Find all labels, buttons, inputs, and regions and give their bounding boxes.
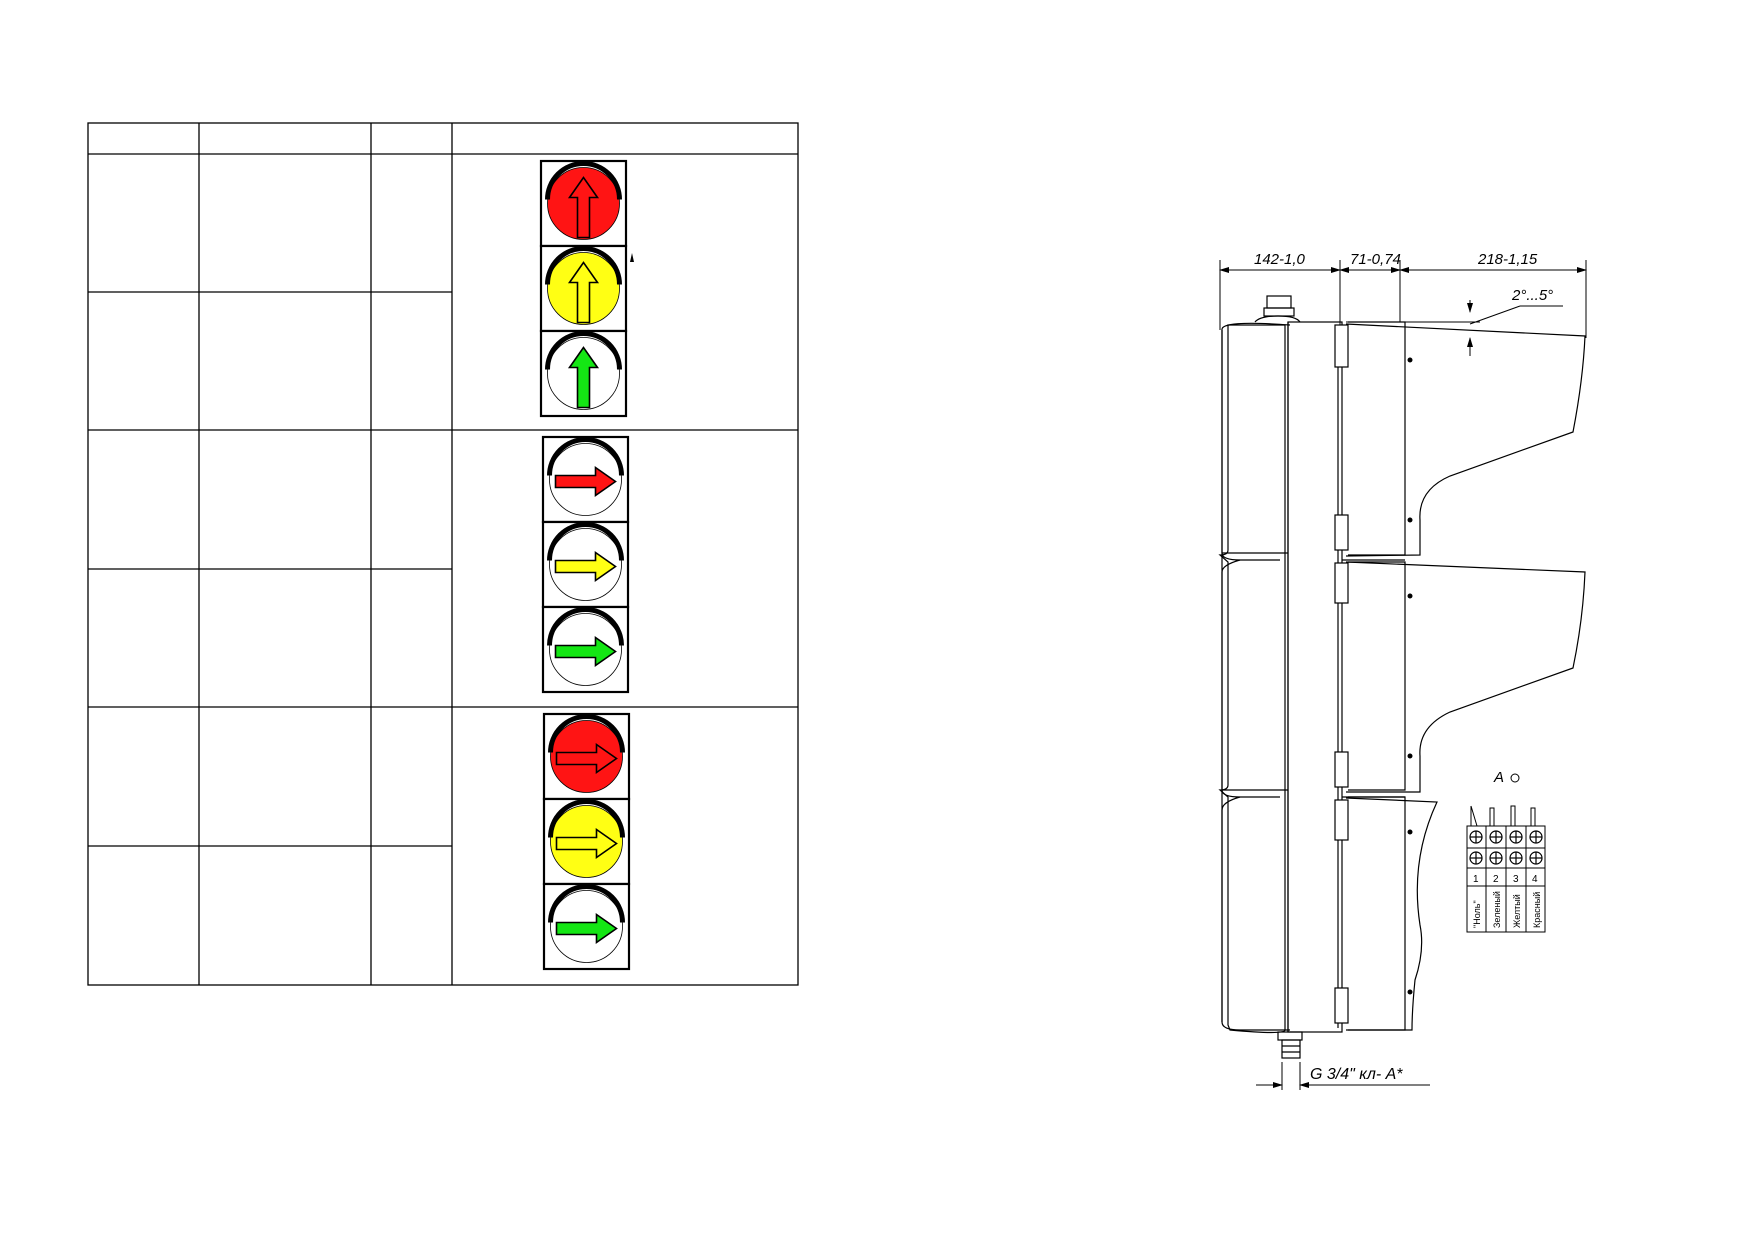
signal-lens-green <box>541 605 630 694</box>
terminal-number: 2 <box>1493 874 1499 885</box>
dim-tilt-angle: 2°...5° <box>1511 287 1553 304</box>
visor-arc <box>548 799 625 838</box>
visor-arc <box>548 884 625 923</box>
housing-back <box>1218 322 1291 1034</box>
wire <box>1510 805 1516 826</box>
arrow-right-icon <box>555 742 618 775</box>
visor-arc <box>547 522 624 561</box>
signal-lens-green <box>542 882 631 971</box>
wire-label-red: Красный <box>1532 892 1542 928</box>
wire <box>1530 807 1536 826</box>
visor-arc <box>545 246 622 285</box>
lens-body-2 <box>1348 561 1406 791</box>
signal-lens-red <box>539 159 628 248</box>
arrow-right-icon <box>554 465 617 498</box>
visor-arc <box>545 331 622 370</box>
terminal-numbers: 1 2 3 4 <box>1473 874 1538 885</box>
visor-arc <box>548 714 625 753</box>
dim-housing-depth: 142-1,0 <box>1254 251 1306 268</box>
door-strip <box>1287 321 1343 1033</box>
housing-body-1 <box>1221 322 1291 561</box>
terminal-number: 4 <box>1532 874 1538 885</box>
arrow-up-icon <box>567 176 600 239</box>
hinge <box>1334 324 1349 368</box>
terminal-number: 1 <box>1473 874 1479 885</box>
hinge <box>1334 799 1349 841</box>
wire-label-neutral: "Ноль" <box>1472 900 1482 928</box>
wire-labels: "Ноль" Зеленый Желтый Красный <box>1472 891 1542 928</box>
dimension-lines <box>1219 260 1587 1090</box>
terminal-number: 3 <box>1513 874 1519 885</box>
dim-thread: G 3/4" кл- A* <box>1310 1066 1403 1083</box>
visor-middle <box>1345 561 1586 793</box>
housing-body-3 <box>1221 796 1290 1031</box>
visor-arc <box>547 437 624 476</box>
bottom-fitting <box>1277 1031 1303 1059</box>
top-mount-nut <box>1254 295 1301 323</box>
hinge <box>1334 751 1349 788</box>
small-marker <box>630 253 634 262</box>
signal-lens-red <box>542 712 631 801</box>
visor-arc <box>547 607 624 646</box>
visor-arc <box>545 161 622 200</box>
wire-label-yellow: Желтый <box>1512 894 1522 928</box>
dim-visor-depth: 218-1,15 <box>1477 251 1538 268</box>
signal-heads <box>539 159 631 971</box>
signal-lens-yellow <box>542 797 631 886</box>
housing-body-2 <box>1221 559 1280 798</box>
housing-outline <box>1218 324 1286 1034</box>
screws <box>1407 357 1413 995</box>
visor-bottom <box>1345 797 1438 1031</box>
dimension-labels: 142-1,0 71-0,74 218-1,15 2°...5° G 3/4" … <box>1254 251 1553 1083</box>
detail-label: A <box>1493 769 1504 786</box>
hinge <box>1334 514 1349 551</box>
hinge <box>1334 562 1349 604</box>
arrow-right-icon <box>554 550 617 583</box>
terminal-screws <box>1469 830 1543 865</box>
arrow-right-icon <box>555 827 618 860</box>
visor-top <box>1345 323 1586 557</box>
arrow-right-icon <box>554 635 617 668</box>
terminal-block-detail: A 1 2 3 4 "Ноль" Зеленый Желтый К <box>1466 769 1546 933</box>
signal-lens-red <box>541 435 630 524</box>
lens-body-3 <box>1348 796 1406 1031</box>
signal-lens-yellow <box>539 244 628 333</box>
signal-lens-green <box>539 329 628 418</box>
hinge <box>1334 987 1349 1024</box>
detail-marker-icon <box>1510 773 1520 783</box>
arrow-right-icon <box>555 912 618 945</box>
signal-lens-yellow <box>541 520 630 609</box>
wire <box>1489 807 1495 826</box>
traffic-light-side-view <box>1218 295 1586 1059</box>
wire-label-green: Зеленый <box>1492 891 1502 928</box>
signal-table <box>87 122 799 986</box>
arrow-up-icon <box>567 346 600 409</box>
table-border <box>87 122 799 986</box>
wire <box>1470 805 1478 827</box>
lens-body-1 <box>1348 321 1406 556</box>
dim-door-depth: 71-0,74 <box>1350 251 1401 268</box>
arrow-up-icon <box>567 261 600 324</box>
